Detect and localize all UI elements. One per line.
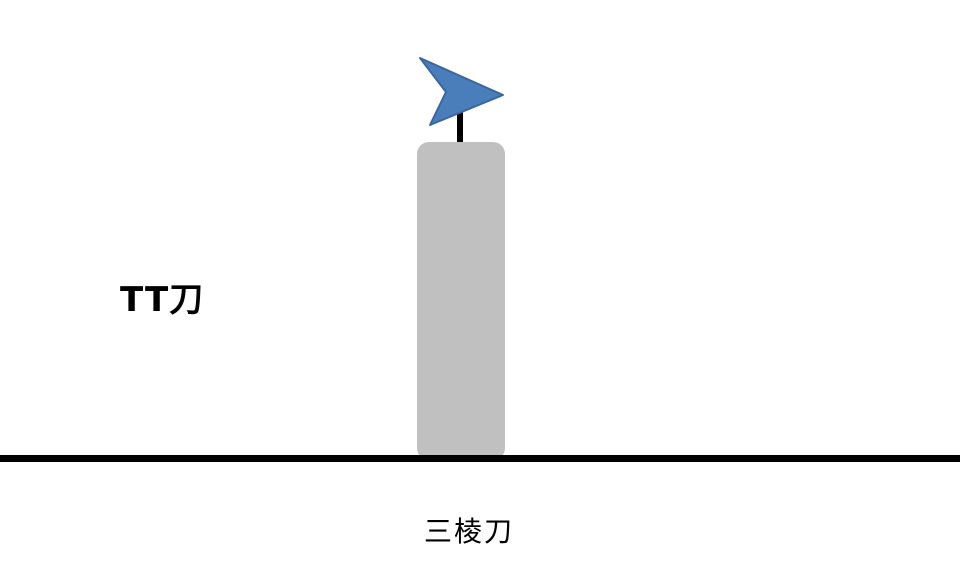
arrow-stem	[457, 104, 463, 144]
diagram-caption: 三棱刀	[424, 515, 515, 548]
ground-line	[0, 455, 960, 462]
blade-column	[417, 142, 505, 460]
arrowhead-pointer-icon	[419, 57, 504, 126]
tool-label: TT刀	[120, 280, 205, 320]
